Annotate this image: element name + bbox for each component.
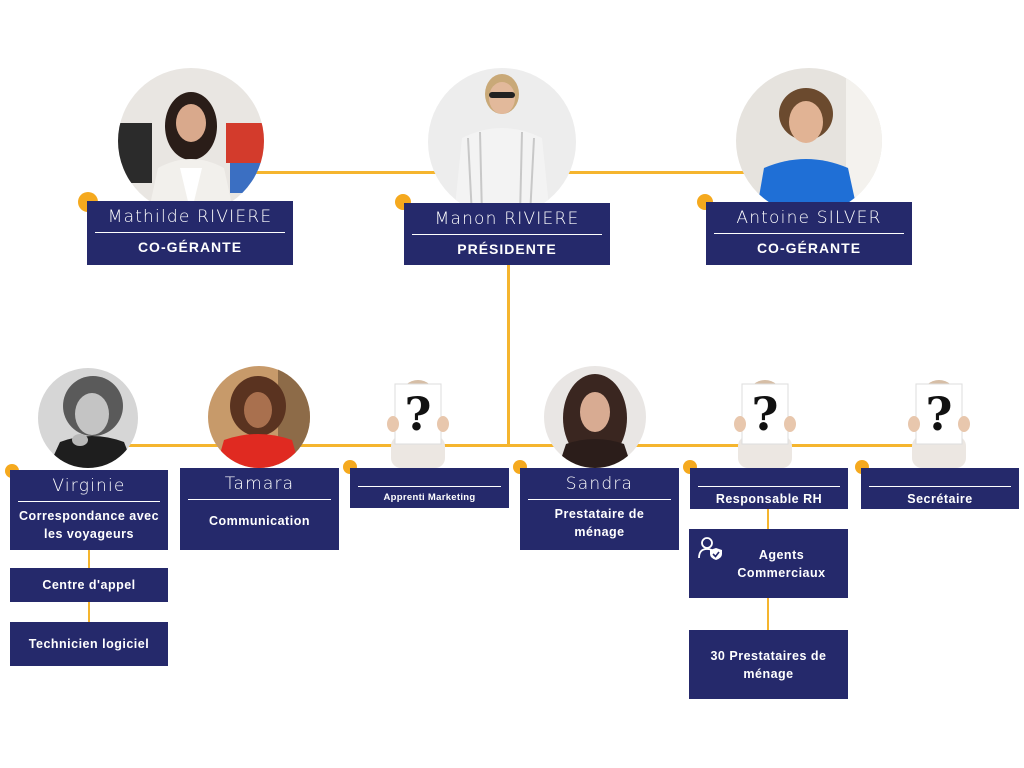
divider xyxy=(714,233,904,234)
card-agents: Agents Commerciaux xyxy=(689,529,848,598)
svg-text:?: ? xyxy=(405,387,432,441)
avatar-antoine xyxy=(736,68,882,214)
divider xyxy=(358,486,501,487)
label-technicien: Technicien logiciel xyxy=(28,637,150,651)
role-tamara: Communication xyxy=(209,514,310,528)
role-rh: Responsable RH xyxy=(715,492,823,506)
label-centre-appel: Centre d'appel xyxy=(42,578,136,592)
connector-virginie-sub1 xyxy=(88,550,90,568)
svg-text:?: ? xyxy=(752,387,779,441)
name-antoine: Antoine SILVER xyxy=(736,208,882,228)
name-mathilde: Mathilde RIVIERE xyxy=(107,207,273,227)
avatar-virginie xyxy=(38,368,138,468)
card-manon: Manon RIVIERE PRÉSIDENTE xyxy=(404,203,610,265)
svg-text:?: ? xyxy=(926,387,953,441)
role-apprenti: Apprenti Marketing xyxy=(383,492,476,503)
divider xyxy=(698,486,840,487)
card-prestataires: 30 Prestataires de ménage xyxy=(689,630,848,699)
card-tamara: Tamara Communication xyxy=(180,468,339,550)
card-antoine: Antoine SILVER CO-GÉRANTE xyxy=(706,202,912,265)
divider xyxy=(528,499,671,500)
question-sign-icon: ? xyxy=(898,376,980,468)
connector-rh-agents xyxy=(767,509,769,529)
divider xyxy=(188,499,331,500)
role-mathilde: CO-GÉRANTE xyxy=(137,239,243,255)
card-centre-appel: Centre d'appel xyxy=(10,568,168,602)
name-tamara: Tamara xyxy=(224,474,295,494)
card-sandra: Sandra Prestataire de ménage xyxy=(520,468,679,550)
card-rh: Responsable RH xyxy=(690,468,848,509)
avatar-manon xyxy=(428,68,576,216)
divider xyxy=(95,232,285,233)
label-prestataires: 30 Prestataires de ménage xyxy=(710,648,827,681)
connector-team xyxy=(95,444,935,447)
connector-president-down xyxy=(507,264,510,446)
divider xyxy=(18,501,160,502)
connector-agents-prestataires xyxy=(767,598,769,630)
question-sign-icon: ? xyxy=(724,376,806,468)
avatar-tamara xyxy=(208,366,310,468)
user-shield-icon xyxy=(697,536,723,560)
card-secretaire: Secrétaire xyxy=(861,468,1019,509)
role-sandra: Prestataire de ménage xyxy=(554,507,645,539)
label-agents: Agents Commerciaux xyxy=(737,547,826,580)
card-technicien: Technicien logiciel xyxy=(10,622,168,666)
name-virginie: Virginie xyxy=(52,476,126,496)
divider xyxy=(412,234,602,235)
card-mathilde: Mathilde RIVIERE CO-GÉRANTE xyxy=(87,201,293,265)
role-antoine: CO-GÉRANTE xyxy=(756,240,862,256)
avatar-mathilde xyxy=(118,68,264,214)
connector-virginie-sub2 xyxy=(88,602,90,622)
role-secretaire: Secrétaire xyxy=(907,492,973,506)
question-sign-icon: ? xyxy=(377,376,459,468)
card-apprenti: Apprenti Marketing xyxy=(350,468,509,508)
role-manon: PRÉSIDENTE xyxy=(457,241,557,257)
avatar-sandra xyxy=(544,366,646,468)
divider xyxy=(869,486,1011,487)
name-manon: Manon RIVIERE xyxy=(434,209,580,229)
card-virginie: Virginie Correspondance avec les voyageu… xyxy=(10,470,168,550)
name-sandra: Sandra xyxy=(565,474,634,494)
role-virginie: Correspondance avec les voyageurs xyxy=(18,509,160,541)
